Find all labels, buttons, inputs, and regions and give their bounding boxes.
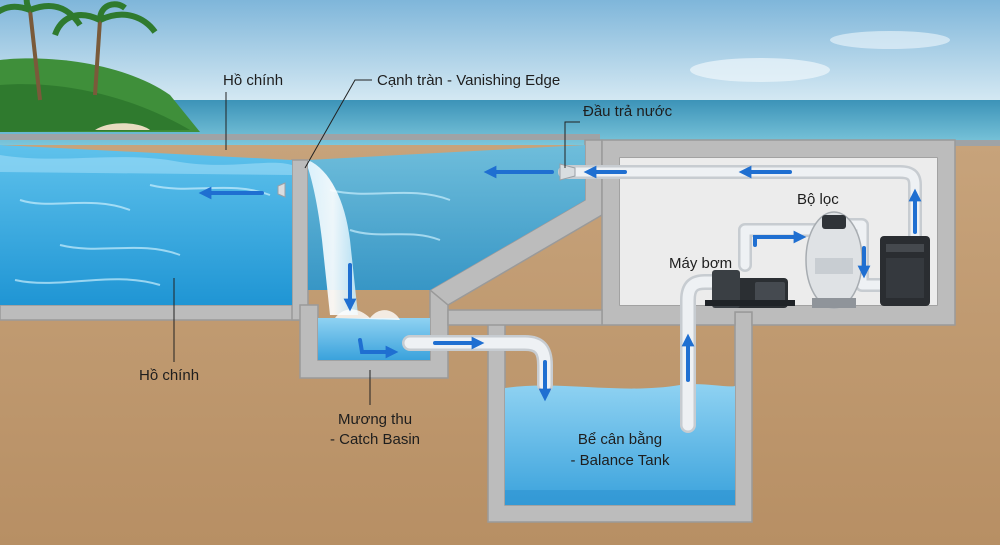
pipework (402, 165, 922, 433)
filter-icon (805, 211, 863, 309)
label-return-inlet: Đầu trả nước (583, 103, 673, 120)
flow-arrows (198, 165, 922, 402)
concrete-structure (0, 139, 956, 523)
sky (0, 0, 1000, 110)
label-main-pool-bottom: Hồ chính (139, 367, 200, 384)
label-filter: Bộ lọc (797, 191, 839, 208)
pump-icon (705, 270, 795, 308)
heater-icon (880, 236, 930, 306)
label-catch-basin-2: - Catch Basin (329, 431, 421, 448)
main-pool-water (0, 145, 292, 305)
leader-lines (173, 79, 580, 405)
flow-arrow-icon (753, 230, 807, 247)
palm-island (0, 0, 200, 132)
label-pump: Máy bơm (669, 255, 733, 272)
label-balance-tank-2: - Balance Tank (570, 452, 670, 469)
label-main-pool-top: Hồ chính (223, 72, 284, 89)
balance-tank-water (505, 384, 735, 505)
flow-arrow-icon (358, 338, 399, 359)
label-catch-basin-1: Mương thu (337, 411, 413, 428)
pool-inlet-nozzle-icon (277, 182, 286, 198)
label-vanishing-edge: Cạnh tràn - Vanishing Edge (377, 72, 561, 89)
label-balance-tank-1: Bể cân bằng (577, 431, 663, 448)
return-nozzle-icon (559, 163, 576, 181)
waterfall (308, 160, 358, 315)
